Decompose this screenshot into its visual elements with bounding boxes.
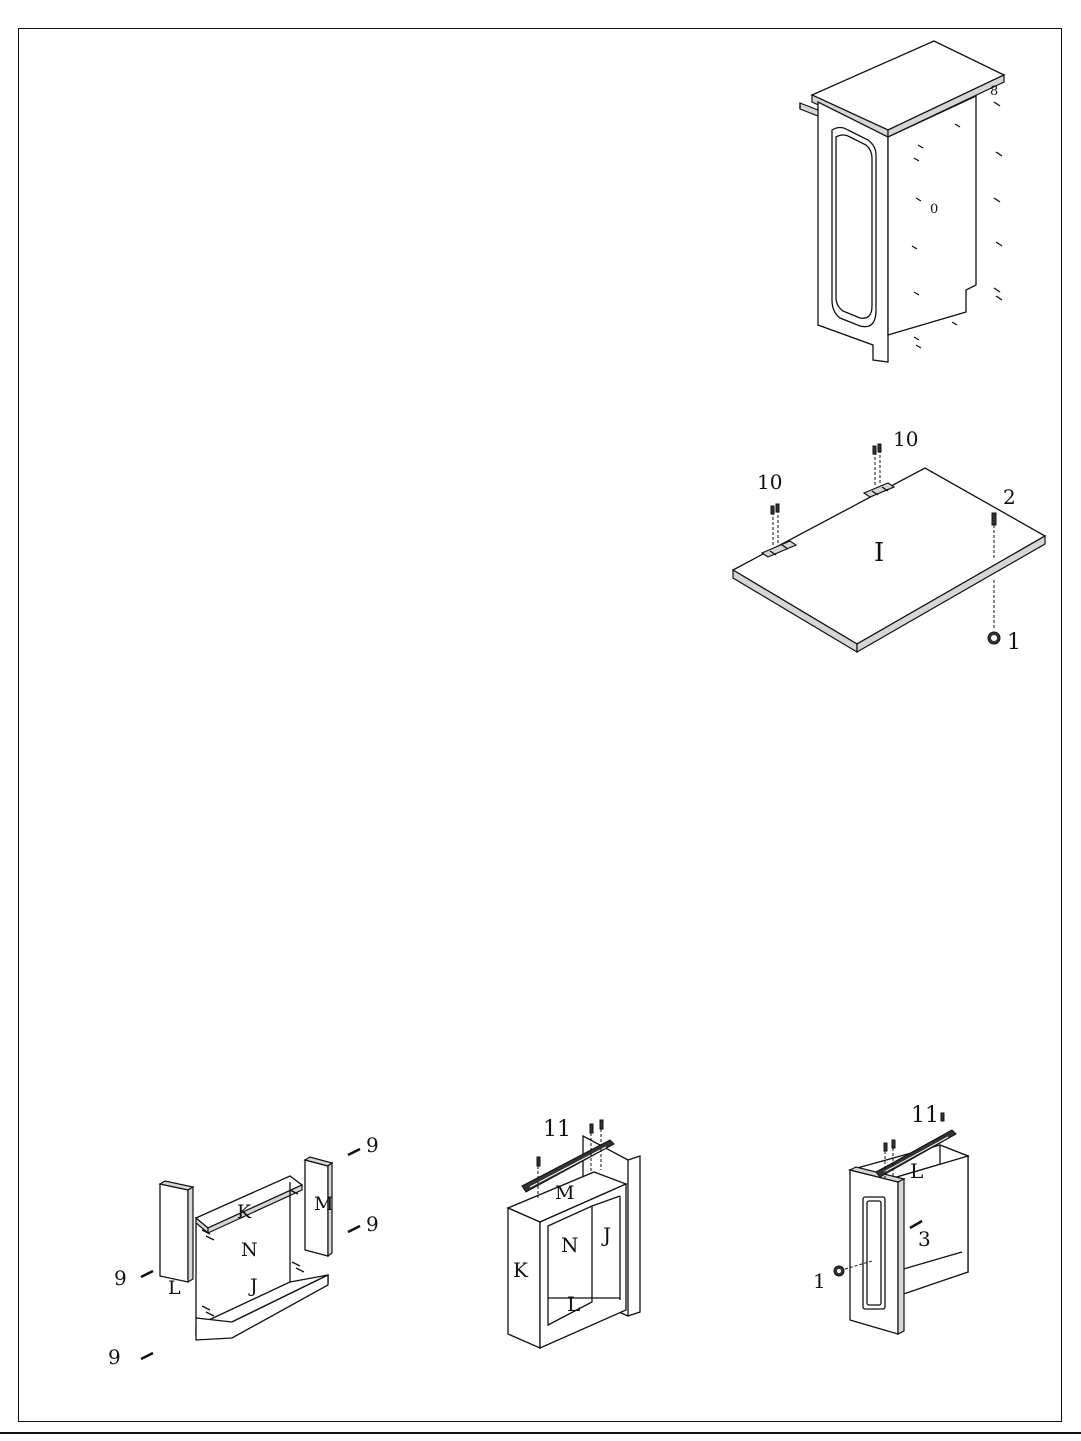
label-panel-j: J	[248, 1275, 258, 1297]
cabinet-diagram: 8 0	[800, 41, 1004, 362]
label-hinge-10-left: 10	[757, 470, 782, 494]
frame-assembly-diagram: 9 9 9 9 K M N J L	[108, 1133, 379, 1369]
label-screw-3: 3	[918, 1227, 931, 1251]
label-panel-l: L	[168, 1277, 181, 1299]
label-panel-l: L	[567, 1292, 580, 1316]
panel-i-face	[733, 468, 1045, 644]
label-screw-9-m-top: 9	[366, 1133, 379, 1157]
label-panel-j: J	[601, 1223, 611, 1247]
rail-assembly-diagram: 11 M N J K L	[508, 1117, 640, 1348]
label-panel-m: M	[314, 1193, 333, 1215]
label-knob-1: 1	[1007, 630, 1021, 655]
label-panel-i: I	[874, 538, 884, 568]
door-assembly-diagram: 11 L 3 1	[813, 1103, 968, 1334]
cabinet-rail-stub	[800, 103, 818, 116]
label-panel-n: N	[561, 1233, 579, 1257]
label-rail-11-c: 11	[911, 1103, 939, 1128]
label-knob-1-c: 1	[813, 1269, 826, 1293]
label-panel-0: 0	[930, 202, 938, 217]
label-panel-k: K	[237, 1201, 252, 1223]
label-panel-n: N	[241, 1239, 258, 1261]
label-screw-9-l-top: 9	[114, 1266, 127, 1290]
label-panel-m: M	[555, 1182, 574, 1204]
label-panel-l-c: L	[910, 1159, 923, 1183]
label-screw-9-l-bottom: 9	[108, 1345, 121, 1369]
label-screw-8: 8	[990, 84, 998, 99]
knob-1	[988, 580, 1000, 644]
label-rail-11: 11	[543, 1117, 571, 1142]
panel-j-base	[196, 1275, 328, 1340]
label-screw-9-m-bottom: 9	[366, 1212, 379, 1236]
door-handle-recess	[863, 1197, 885, 1309]
label-hinge-10-right: 10	[893, 427, 918, 451]
hinge-right	[864, 444, 894, 497]
top-panel-diagram: 10 10 2 I 1	[733, 427, 1045, 655]
label-bolt-2: 2	[1003, 485, 1016, 509]
label-panel-k: K	[513, 1258, 529, 1282]
panel-l	[160, 1184, 188, 1282]
